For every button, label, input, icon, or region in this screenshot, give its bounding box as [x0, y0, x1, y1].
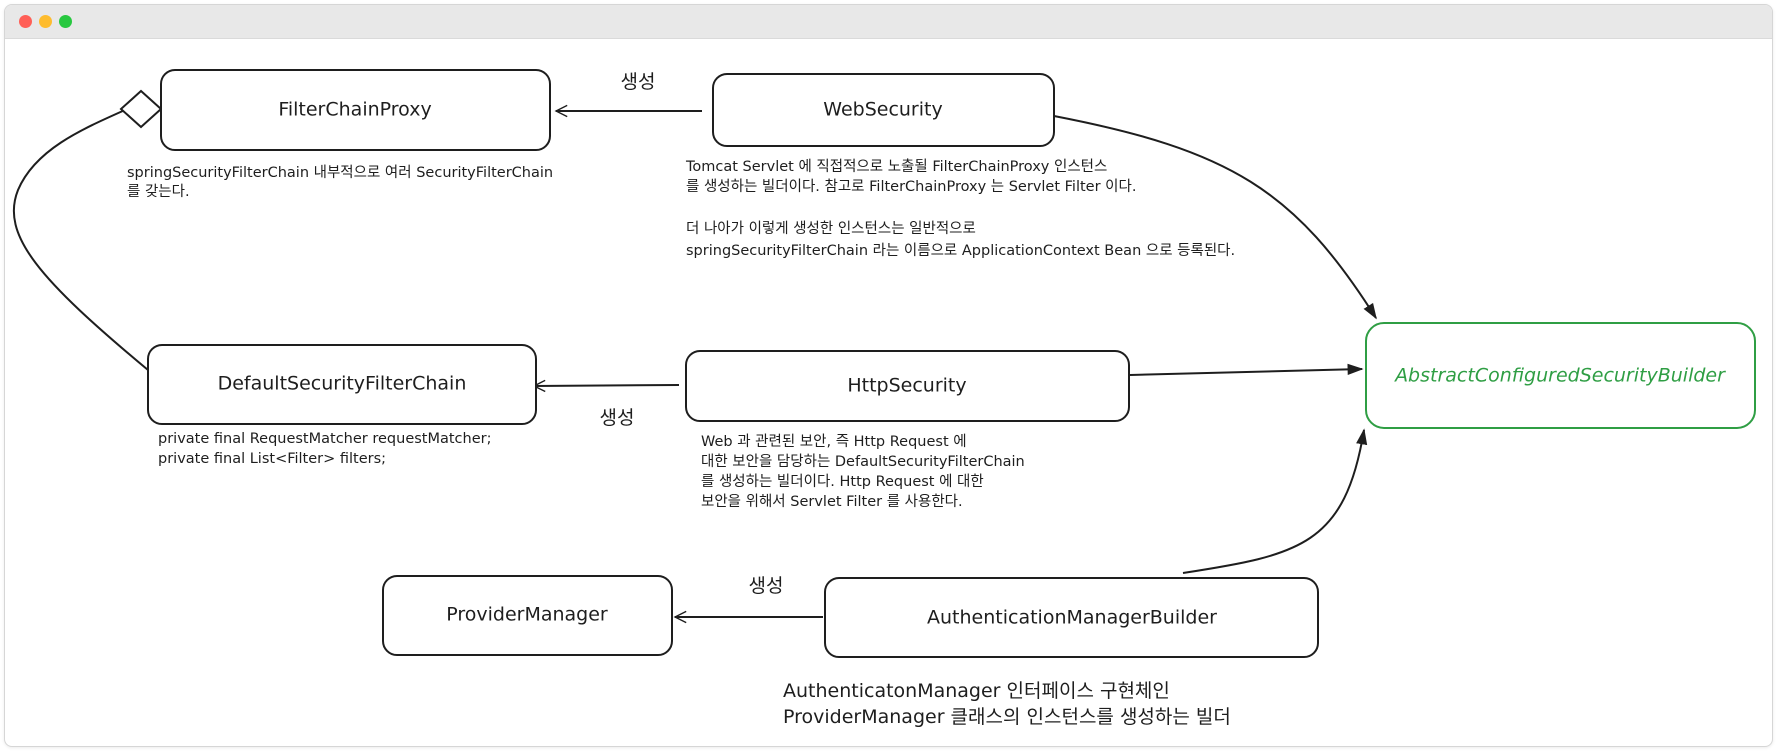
- edge-websecurity-to-abstractbuilder: [1053, 115, 1377, 320]
- node-providermanager-label: ProviderManager: [446, 604, 608, 626]
- note-filterchainproxy: springSecurityFilterChain 내부적으로 여러 Secur…: [127, 164, 558, 200]
- maximize-window-button[interactable]: [59, 15, 72, 28]
- note-httpsecurity-line: Web 과 관련된 보안, 즉 Http Request 에: [701, 433, 967, 450]
- note-defaultsecurityfilterchain-line: private final List<Filter> filters;: [158, 451, 386, 467]
- node-websecurity-label: WebSecurity: [823, 99, 942, 121]
- close-window-button[interactable]: [19, 15, 32, 28]
- edge-aggregation-filterchain: [12, 109, 149, 371]
- node-authenticationmanagerbuilder[interactable]: AuthenticationManagerBuilder: [824, 577, 1319, 658]
- node-websecurity[interactable]: WebSecurity: [712, 73, 1055, 147]
- note-httpsecurity-line: 를 생성하는 빌더이다. Http Request 에 대한: [701, 473, 984, 490]
- note-defaultsecurityfilterchain: private final RequestMatcher requestMatc…: [158, 431, 496, 467]
- node-authenticationmanagerbuilder-label: AuthenticationManagerBuilder: [927, 607, 1217, 629]
- node-httpsecurity-label: HttpSecurity: [847, 375, 966, 397]
- note-authenticationmanagerbuilder-line: AuthenticatonManager 인터페이스 구현체인: [783, 680, 1170, 702]
- edge-httpsecurity-to-defaultsecurityfilterchain: [534, 385, 680, 386]
- node-abstractconfiguredsecuritybuilder-label: AbstractConfiguredSecurityBuilder: [1393, 365, 1726, 387]
- edge-httpsecurity-to-abstractbuilder: [1129, 363, 1364, 376]
- node-filterchainproxy[interactable]: FilterChainProxy: [160, 69, 551, 151]
- window-titlebar: [5, 5, 1772, 39]
- note-httpsecurity: Web 과 관련된 보안, 즉 Http Request 에 대한 보안을 담당…: [701, 433, 1029, 510]
- note-websecurity-line: springSecurityFilterChain 라는 이름으로 Applic…: [686, 242, 1235, 259]
- minimize-window-button[interactable]: [39, 15, 52, 28]
- edge-label-websecurity-filterchainproxy: 생성: [621, 71, 656, 93]
- edge-label-httpsecurity-defaultsecurityfilterchain: 생성: [600, 407, 635, 429]
- note-filterchainproxy-line: 를 갖는다.: [127, 183, 190, 200]
- note-httpsecurity-line: 대한 보안을 담당하는 DefaultSecurityFilterChain: [701, 453, 1025, 470]
- note-websecurity: Tomcat Servlet 에 직접적으로 노출될 FilterChainPr…: [685, 158, 1235, 259]
- note-httpsecurity-line: 보안을 위해서 Servlet Filter 를 사용한다.: [701, 493, 963, 510]
- note-websecurity-line: 더 나아가 이렇게 생성한 인스턴스는 일반적으로: [686, 220, 976, 237]
- edge-label-authenticationmanagerbuilder-providermanager: 생성: [749, 575, 784, 597]
- note-websecurity-line: 를 생성하는 빌더이다. 참고로 FilterChainProxy 는 Serv…: [686, 178, 1136, 195]
- aggregation-diamond-icon: [119, 89, 163, 129]
- note-filterchainproxy-line: springSecurityFilterChain 내부적으로 여러 Secur…: [127, 164, 553, 181]
- node-httpsecurity[interactable]: HttpSecurity: [685, 350, 1130, 422]
- edge-authenticationmanagerbuilder-to-abstractbuilder: [1182, 428, 1368, 574]
- node-defaultsecurityfilterchain[interactable]: DefaultSecurityFilterChain: [147, 344, 537, 425]
- note-websecurity-line: Tomcat Servlet 에 직접적으로 노출될 FilterChainPr…: [685, 158, 1107, 175]
- node-providermanager[interactable]: ProviderManager: [382, 575, 673, 656]
- note-defaultsecurityfilterchain-line: private final RequestMatcher requestMatc…: [158, 431, 492, 447]
- note-authenticationmanagerbuilder-line: ProviderManager 클래스의 인스턴스를 생성하는 빌더: [783, 706, 1231, 728]
- node-abstractconfiguredsecuritybuilder[interactable]: AbstractConfiguredSecurityBuilder: [1365, 322, 1756, 429]
- node-defaultsecurityfilterchain-label: DefaultSecurityFilterChain: [218, 373, 467, 395]
- node-filterchainproxy-label: FilterChainProxy: [278, 99, 431, 121]
- note-authenticationmanagerbuilder: AuthenticatonManager 인터페이스 구현체인 Provider…: [783, 680, 1231, 728]
